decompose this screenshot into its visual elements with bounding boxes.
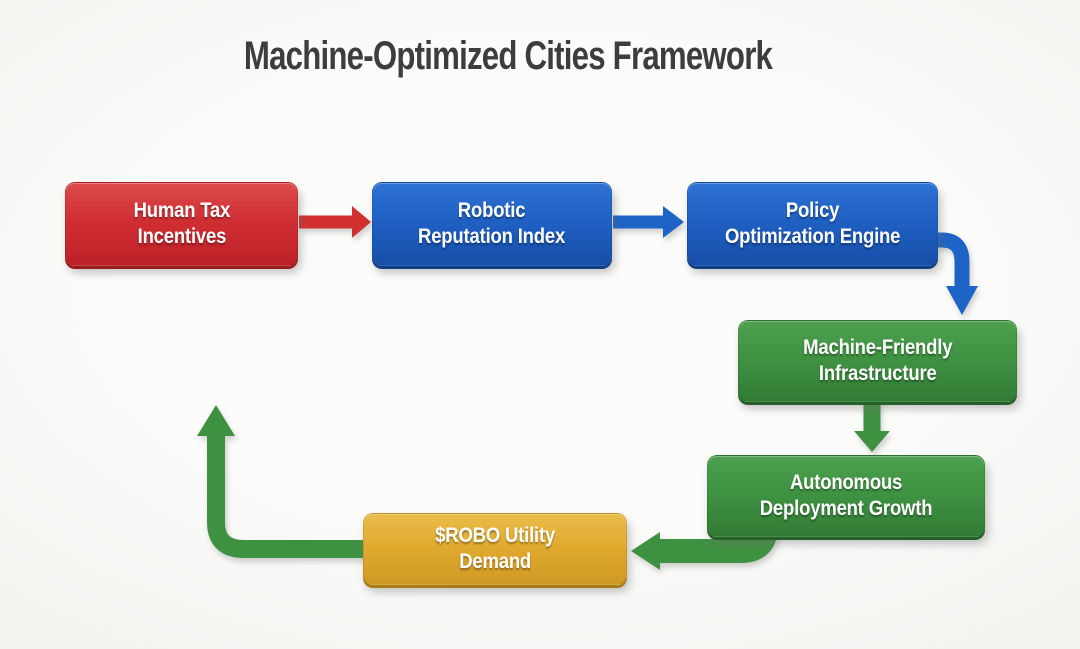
node-machine-friendly-infrastructure: Machine-Friendly Infrastructure xyxy=(738,320,1017,402)
node-label-line1: Human Tax xyxy=(133,199,230,223)
node-label: Robotic Reputation Index xyxy=(418,198,565,249)
node-label-line1: Machine-Friendly xyxy=(802,336,953,360)
node-autonomous-deployment-growth: Autonomous Deployment Growth xyxy=(707,455,985,537)
node-label: Machine-Friendly Infrastructure xyxy=(803,335,952,386)
node-label-line1: $ROBO Utility xyxy=(435,524,555,548)
node-label-line1: Robotic xyxy=(458,199,526,223)
diagram-title: Machine-Optimized Cities Framework xyxy=(243,34,773,78)
node-label: Policy Optimization Engine xyxy=(725,198,900,249)
node-label-line2: Infrastructure xyxy=(818,362,937,385)
node-label-line2: Demand xyxy=(459,550,531,573)
node-label-line2: Incentives xyxy=(137,225,226,248)
node-human-tax-incentives: Human Tax Incentives xyxy=(65,182,298,266)
node-label: Autonomous Deployment Growth xyxy=(760,470,933,521)
node-label: Human Tax Incentives xyxy=(133,198,230,249)
arrow-policy-to-infrastructure-icon xyxy=(934,232,978,315)
arrow-infrastructure-to-deployment-icon xyxy=(854,399,890,452)
node-label-line2: Deployment Growth xyxy=(759,497,933,520)
node-label-line2: Reputation Index xyxy=(418,225,566,248)
node-label: $ROBO Utility Demand xyxy=(435,523,555,574)
node-label-line2: Optimization Engine xyxy=(724,225,901,248)
node-label-line1: Policy xyxy=(785,199,840,223)
arrow-human-to-robotic-icon xyxy=(299,206,371,238)
node-robo-utility-demand: $ROBO Utility Demand xyxy=(363,513,627,585)
node-label-line1: Autonomous xyxy=(789,471,903,495)
arrow-robotic-to-policy-icon xyxy=(613,206,684,238)
node-policy-optimization-engine: Policy Optimization Engine xyxy=(687,182,938,266)
node-robotic-reputation-index: Robotic Reputation Index xyxy=(372,182,612,266)
arrow-robo-feedback-loop-icon xyxy=(197,405,371,558)
